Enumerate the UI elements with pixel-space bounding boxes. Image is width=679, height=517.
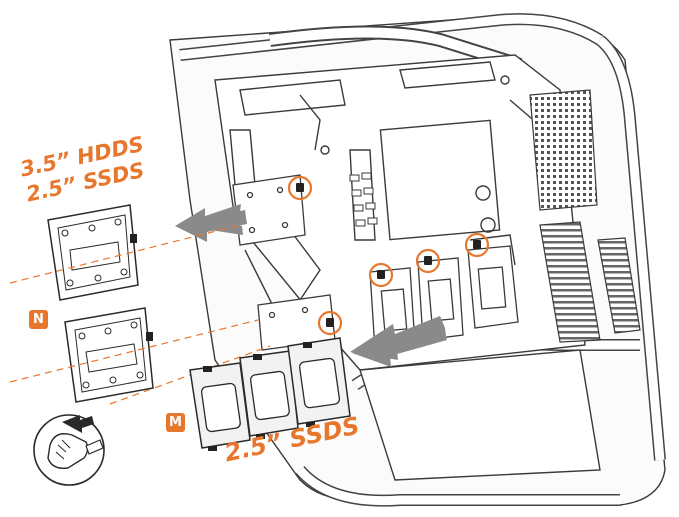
hdd-tray-loose-2 [64,307,154,403]
motherboard-connectors [349,172,378,227]
alignment-lines [9,224,271,405]
ssd-brackets-loose [189,337,351,451]
case-ssd-brackets [369,245,519,351]
arrow-shapes [175,208,447,367]
hand-tool-icon [33,414,105,486]
expansion-slots [539,221,641,343]
badge-tray-n: N [29,310,48,329]
side-vent [529,89,598,211]
badge-bracket-m: M [166,413,185,432]
installed-hdd-tray [232,174,306,246]
screw-highlights [287,175,490,336]
thumb-screws [296,183,481,327]
hdd-tray-loose-1 [47,204,139,301]
